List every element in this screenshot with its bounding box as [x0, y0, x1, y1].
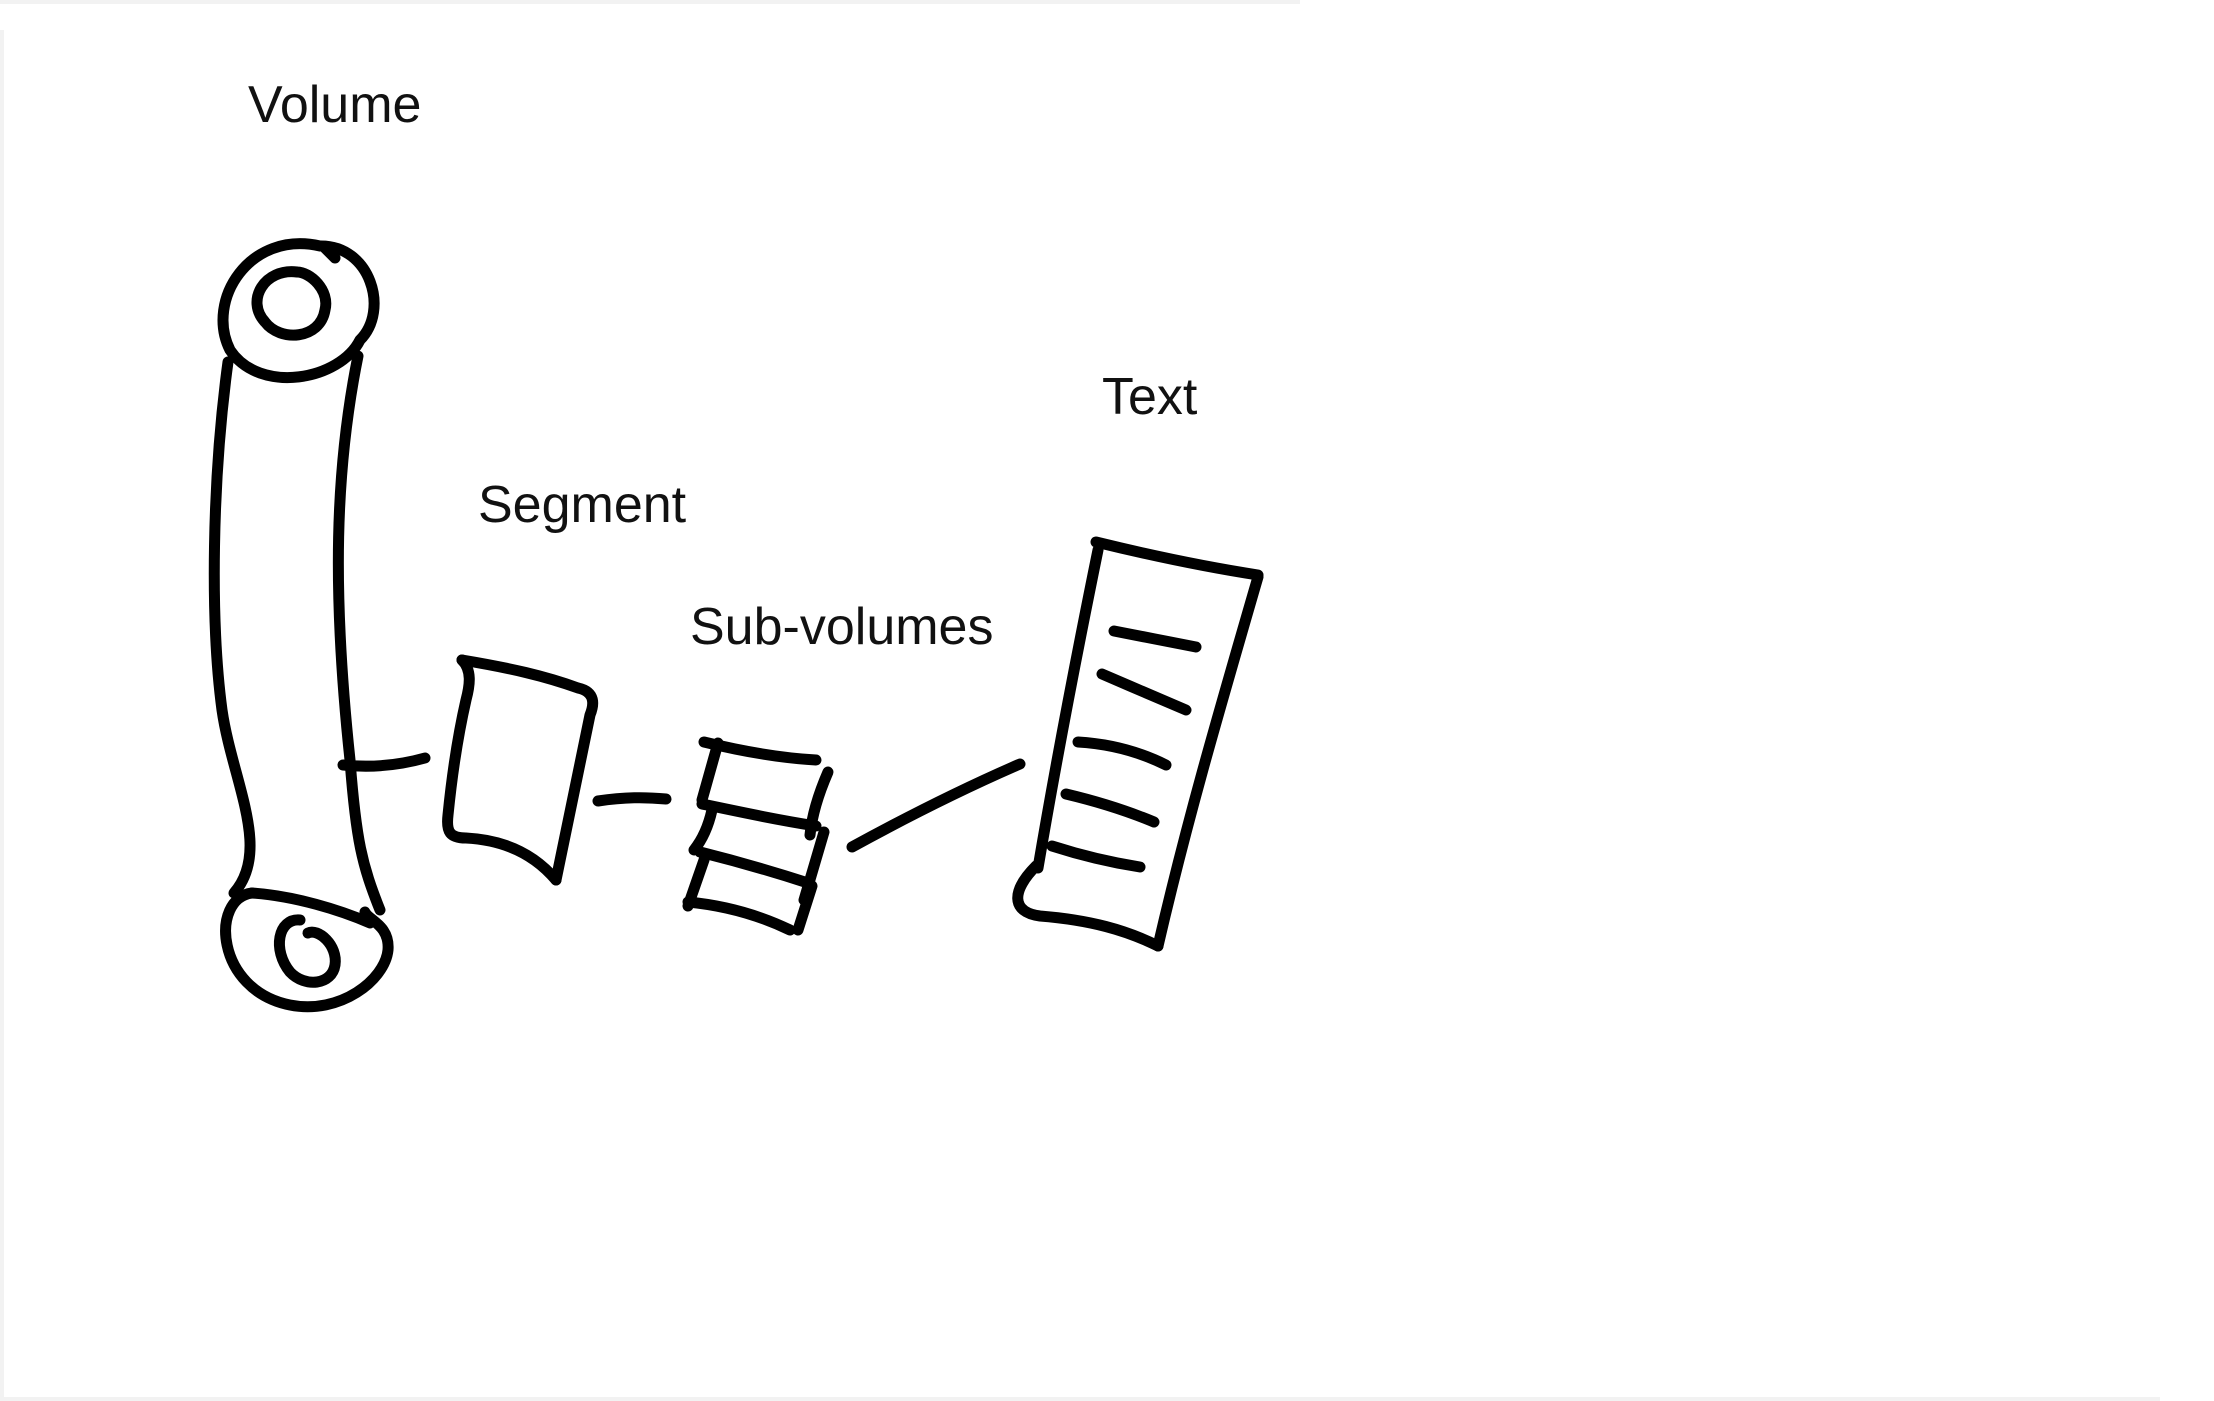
label-text: Text	[1102, 368, 1198, 426]
scroll-segment-icon	[442, 654, 672, 886]
label-volume: Volume	[248, 76, 421, 134]
label-segment: Segment	[478, 476, 687, 534]
text-document-icon	[1012, 536, 1264, 952]
sub-volumes-icon	[682, 736, 1026, 936]
scroll-volume-icon	[208, 238, 431, 1013]
label-sub-volumes: Sub-volumes	[690, 598, 993, 656]
canvas-left-border	[0, 30, 4, 1401]
canvas-bottom-border	[0, 1397, 2160, 1401]
canvas-top-border	[0, 0, 1300, 4]
